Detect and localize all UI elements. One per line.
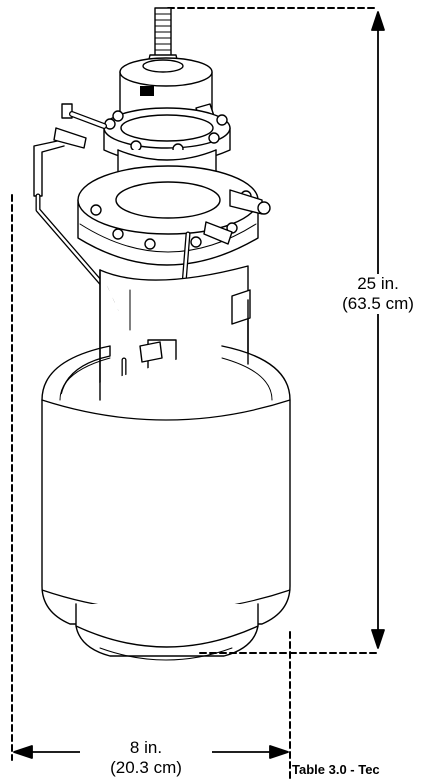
height-metric: (63.5 cm) bbox=[342, 294, 414, 313]
height-imperial: 25 in. bbox=[357, 274, 399, 293]
width-imperial: 8 in. bbox=[129, 738, 163, 757]
width-dimension-label: 8 in. (20.3 cm) bbox=[80, 738, 212, 778]
lower-flange bbox=[77, 165, 259, 266]
cylinder-foot-ring bbox=[75, 603, 259, 661]
table-caption: Table 3.0 - Tec bbox=[292, 762, 380, 777]
dimension-lines bbox=[11, 7, 379, 782]
outlet-tubing bbox=[181, 189, 271, 287]
width-metric: (20.3 cm) bbox=[110, 758, 182, 777]
height-dimension-label: 25 in. (63.5 cm) bbox=[327, 274, 426, 314]
height-arrow bbox=[371, 11, 385, 649]
